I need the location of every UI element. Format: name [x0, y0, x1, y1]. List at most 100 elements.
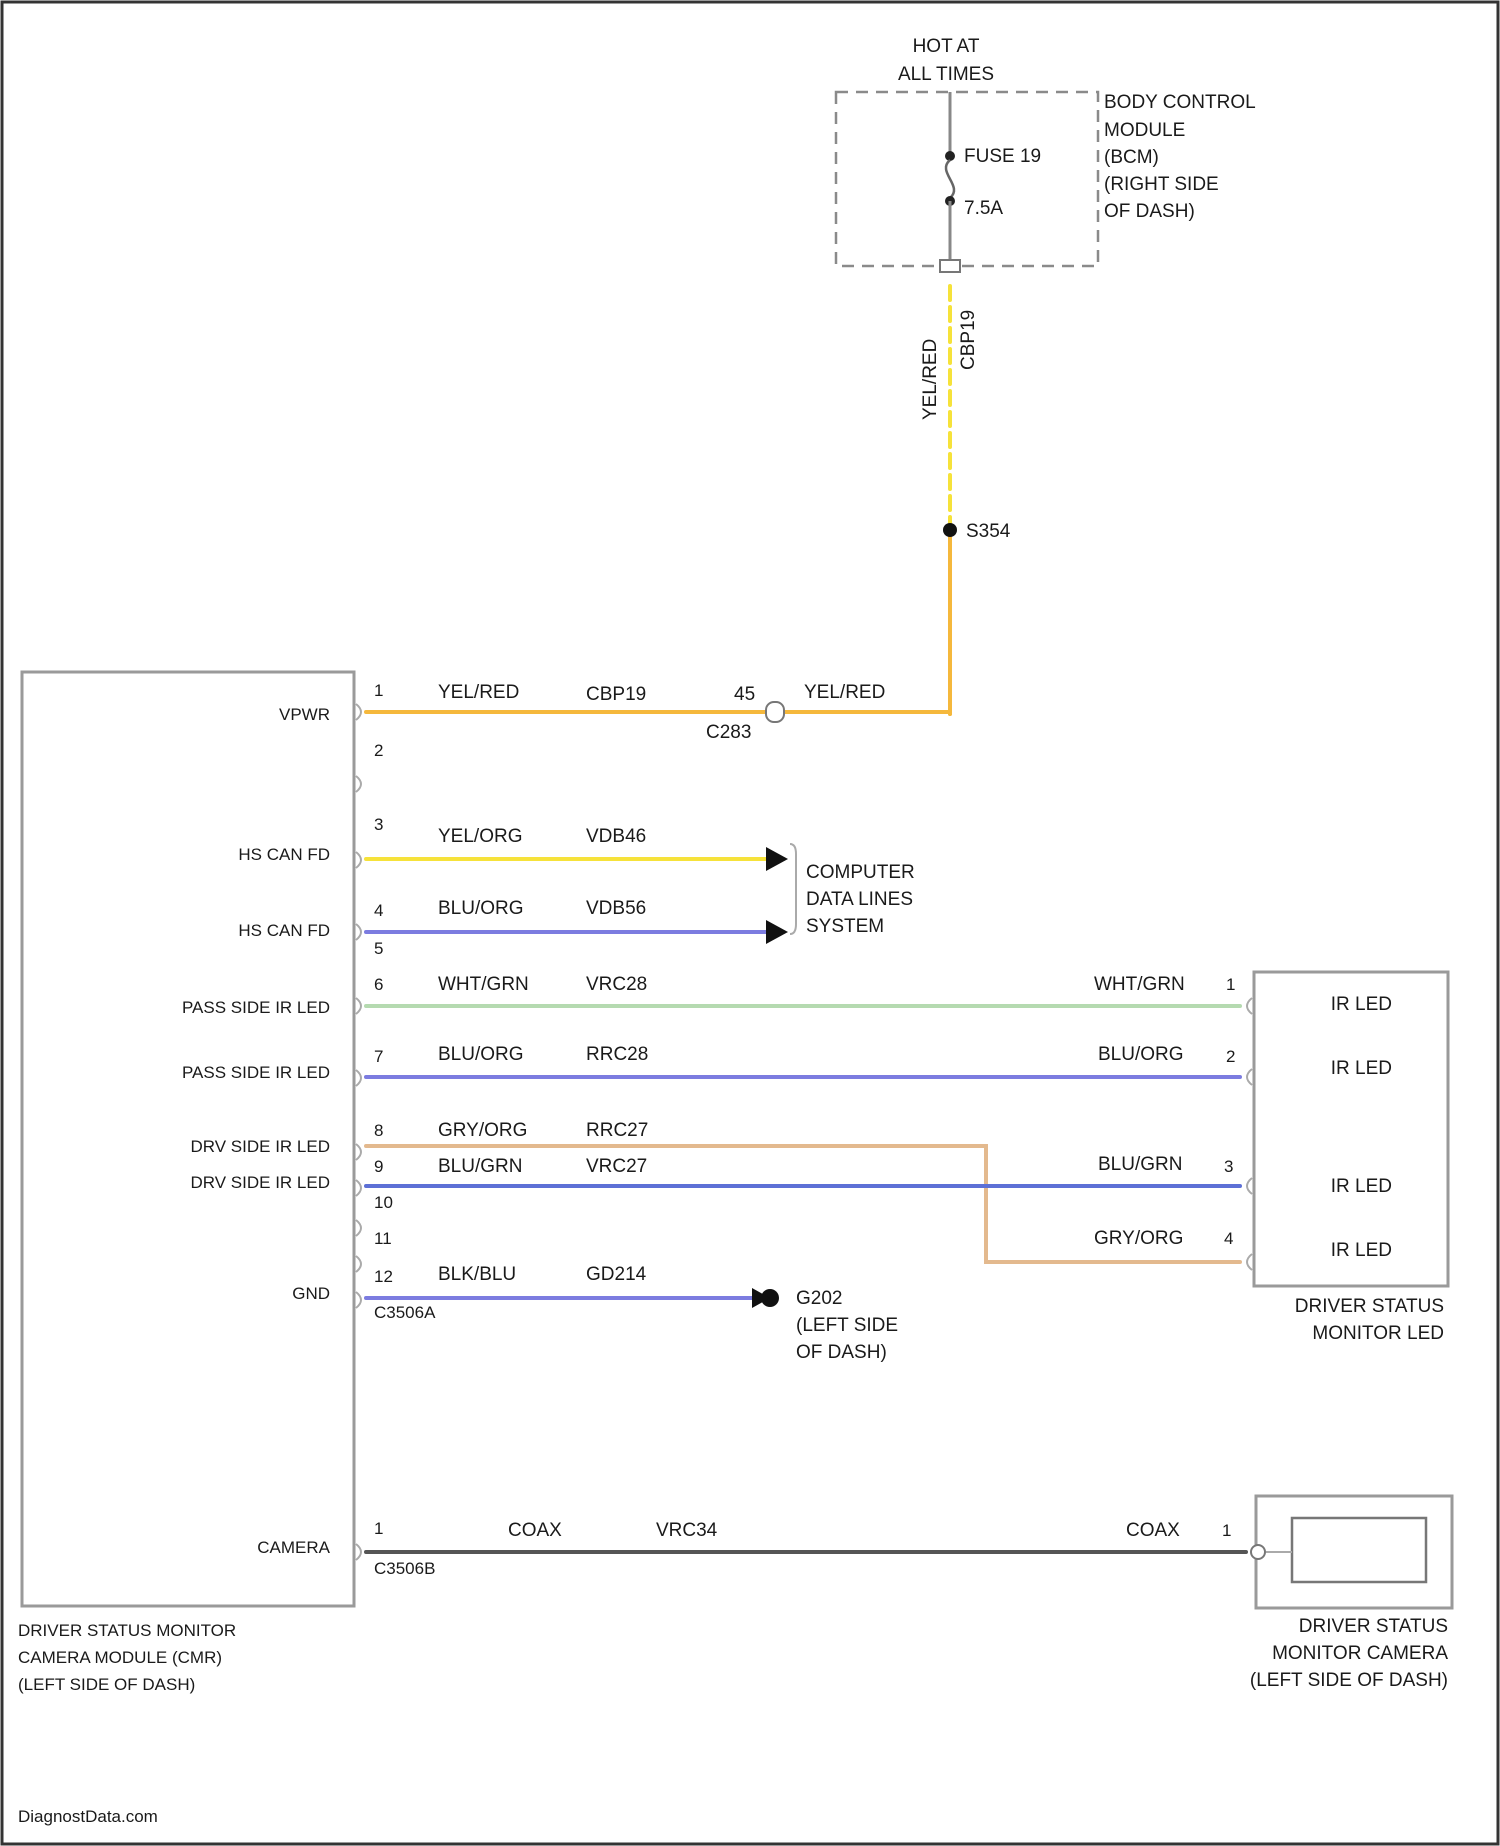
ir-led-3-label: IR LED [1331, 1176, 1392, 1197]
data-lines-label-3: SYSTEM [806, 916, 884, 937]
w1-connector: C283 [706, 722, 751, 743]
pin-hs-can-fd-h-label: HS CAN FD [238, 845, 330, 864]
camera-icon [1292, 1518, 1426, 1582]
pin-hs-can-fd-l-label: HS CAN FD [238, 921, 330, 940]
fuse-label: FUSE 19 [964, 146, 1041, 167]
bcm-label-5: OF DASH) [1104, 201, 1195, 222]
w3-circuit: VDB46 [586, 826, 646, 847]
w7-color: BLU/ORG [438, 1044, 524, 1065]
camera-module-label-3: (LEFT SIDE OF DASH) [1250, 1670, 1448, 1691]
coax-color: COAX [508, 1520, 562, 1541]
pin-drv-ir-led-1-label: DRV SIDE IR LED [190, 1137, 330, 1156]
w8-pin-right: 4 [1224, 1229, 1233, 1248]
w12-color: BLK/BLU [438, 1264, 516, 1285]
splice-label: S354 [966, 521, 1011, 542]
pin-number: 2 [374, 741, 383, 760]
connector-c3506b: C3506B [374, 1559, 435, 1578]
w9-color-right: BLU/GRN [1098, 1154, 1182, 1175]
w6-circuit: VRC28 [586, 974, 647, 995]
w3-color: YEL/ORG [438, 826, 522, 847]
pin-drv-ir-led-2-label: DRV SIDE IR LED [190, 1173, 330, 1192]
w1-color: YEL/RED [438, 682, 519, 703]
w12-circuit: GD214 [586, 1264, 647, 1285]
data-lines-label-2: DATA LINES [806, 889, 913, 910]
pin-number: 3 [374, 815, 383, 834]
w8-color: GRY/ORG [438, 1120, 527, 1141]
w6-pin-right: 1 [1226, 975, 1235, 994]
pin-number: 9 [374, 1157, 383, 1176]
ground-label-1: G202 [796, 1288, 842, 1309]
pin-camera-label: CAMERA [257, 1538, 330, 1557]
w4-circuit: VDB56 [586, 898, 646, 919]
pin-pass-ir-led-1-label: PASS SIDE IR LED [182, 998, 330, 1017]
fuse-symbol [946, 160, 954, 198]
arrow-can-h-icon [766, 847, 788, 871]
w7-pin-right: 2 [1226, 1047, 1235, 1066]
vertical-wire-circuit: CBP19 [958, 310, 979, 370]
pin-gnd-label: GND [292, 1284, 330, 1303]
bcm-box [836, 92, 1098, 266]
pin-pass-ir-led-2-label: PASS SIDE IR LED [182, 1063, 330, 1082]
ground-label-3: OF DASH) [796, 1342, 887, 1363]
coax-circuit: VRC34 [656, 1520, 718, 1541]
pin-number: 1 [374, 681, 383, 700]
data-lines-bracket [790, 844, 796, 934]
c283-connector [766, 702, 784, 722]
connector-c3506a: C3506A [374, 1303, 436, 1322]
w4-color: BLU/ORG [438, 898, 524, 919]
bcm-connector [940, 260, 960, 272]
pin-number: 5 [374, 939, 383, 958]
pin-numbers: 1 2 3 4 5 6 7 8 9 10 11 12 [374, 681, 393, 1286]
led-module-label-2: MONITOR LED [1312, 1323, 1444, 1344]
bcm-label-1: BODY CONTROL [1104, 92, 1256, 113]
w7-circuit: RRC28 [586, 1044, 648, 1065]
ground-label-2: (LEFT SIDE [796, 1315, 898, 1336]
w8-color-right: GRY/ORG [1094, 1228, 1183, 1249]
splice-dot [943, 523, 957, 537]
w1-color-right: YEL/RED [804, 682, 885, 703]
camera-module-label-1: DRIVER STATUS [1299, 1616, 1448, 1637]
all-times-label: ALL TIMES [898, 64, 994, 85]
pin-number: 4 [374, 901, 383, 920]
ir-led-4-label: IR LED [1331, 1240, 1392, 1261]
bcm-label-3: (BCM) [1104, 147, 1159, 168]
ir-led-1-label: IR LED [1331, 994, 1392, 1015]
w6-color: WHT/GRN [438, 974, 529, 995]
w7-color-right: BLU/ORG [1098, 1044, 1184, 1065]
w9-pin-right: 3 [1224, 1157, 1233, 1176]
camera-connector [1251, 1545, 1265, 1559]
data-lines-label-1: COMPUTER [806, 862, 915, 883]
arrow-can-l-icon [766, 920, 788, 944]
w8-circuit: RRC27 [586, 1120, 648, 1141]
pin-number: 10 [374, 1193, 393, 1212]
w1-pin: 45 [734, 684, 755, 705]
cmr-label-1: DRIVER STATUS MONITOR [18, 1621, 236, 1640]
coax-pin-right: 1 [1222, 1521, 1231, 1540]
pin-number: 6 [374, 975, 383, 994]
pin-number: 11 [374, 1229, 392, 1248]
pin-number: 8 [374, 1121, 383, 1140]
led-module-label-1: DRIVER STATUS [1295, 1296, 1444, 1317]
ir-led-2-label: IR LED [1331, 1058, 1392, 1079]
bcm-label-4: (RIGHT SIDE [1104, 174, 1219, 195]
fuse-terminal-top [945, 151, 955, 161]
pin-number: 12 [374, 1267, 393, 1286]
bcm-label-2: MODULE [1104, 120, 1185, 141]
fuse-rating: 7.5A [964, 198, 1003, 219]
coax-color-right: COAX [1126, 1520, 1180, 1541]
w9-color: BLU/GRN [438, 1156, 522, 1177]
w9-circuit: VRC27 [586, 1156, 647, 1177]
cmr-connector-stubs [356, 704, 361, 1560]
w1-circuit: CBP19 [586, 684, 646, 705]
cmr-label-2: CAMERA MODULE (CMR) [18, 1648, 222, 1667]
coax-pin-left: 1 [374, 1519, 383, 1538]
w6-color-right: WHT/GRN [1094, 974, 1185, 995]
wire-vpwr-right [782, 712, 950, 714]
pin-number: 7 [374, 1047, 383, 1066]
watermark: DiagnostData.com [18, 1807, 158, 1826]
led-connector-stubs [1247, 998, 1252, 1270]
camera-module-label-2: MONITOR CAMERA [1272, 1643, 1448, 1664]
led-module-box [1254, 972, 1448, 1286]
